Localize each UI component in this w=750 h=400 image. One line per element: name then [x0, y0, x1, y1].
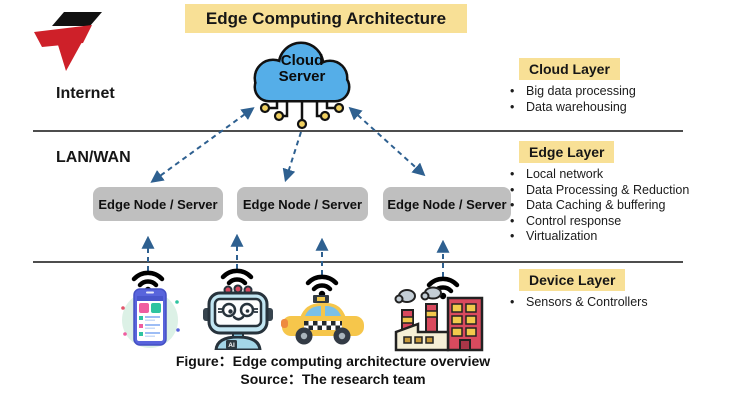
cloud-server-icon — [253, 41, 351, 130]
taxi-icon — [281, 295, 364, 345]
edge-node-box-3: Edge Node / Server — [383, 187, 511, 221]
edge-layer-item: Control response — [506, 214, 716, 230]
cloud-label-line1: Cloud — [280, 52, 324, 69]
device-layer-title: Device Layer — [519, 269, 626, 291]
cloud-label-line2: Server — [278, 68, 326, 85]
device-layer-list: Sensors & Controllers — [506, 295, 716, 311]
smartphone-icon — [121, 288, 180, 348]
cloud-layer-title: Cloud Layer — [519, 58, 620, 80]
edge-layer-title: Edge Layer — [519, 141, 615, 163]
robot-icon: AI — [203, 284, 273, 350]
cloud-layer-list: Big data processing Data warehousing — [506, 84, 716, 115]
cloud-server-label: Cloud Server — [252, 53, 352, 85]
page-title: Edge Computing Architecture — [185, 4, 467, 33]
edge-layer-item: Local network — [506, 167, 716, 183]
source-caption-line: Source：The research team — [240, 371, 426, 387]
edge-layer-item: Virtualization — [506, 229, 716, 245]
edge-node-box-2: Edge Node / Server — [237, 187, 368, 221]
cloud-layer-item: Big data processing — [506, 84, 716, 100]
factory-icon — [394, 286, 484, 352]
edge-layer-list: Local network Data Processing & Reductio… — [506, 167, 716, 245]
company-logo-icon — [34, 12, 102, 71]
figure-caption-line: Figure：Edge computing architecture overv… — [175, 353, 491, 369]
robot-ai-badge: AI — [228, 342, 235, 349]
device-layer-item: Sensors & Controllers — [506, 295, 716, 311]
edge-node-box-1: Edge Node / Server — [93, 187, 223, 221]
internet-label: Internet — [56, 85, 115, 102]
cloud-layer-item: Data warehousing — [506, 100, 716, 116]
divider-lan-device — [33, 261, 683, 263]
edge-layer-item: Data Processing & Reduction — [506, 183, 716, 199]
edge-layer-item: Data Caching & buffering — [506, 198, 716, 214]
figure-caption: Figure：Edge computing architecture overv… — [133, 352, 533, 388]
lan-wan-label: LAN/WAN — [56, 149, 131, 166]
